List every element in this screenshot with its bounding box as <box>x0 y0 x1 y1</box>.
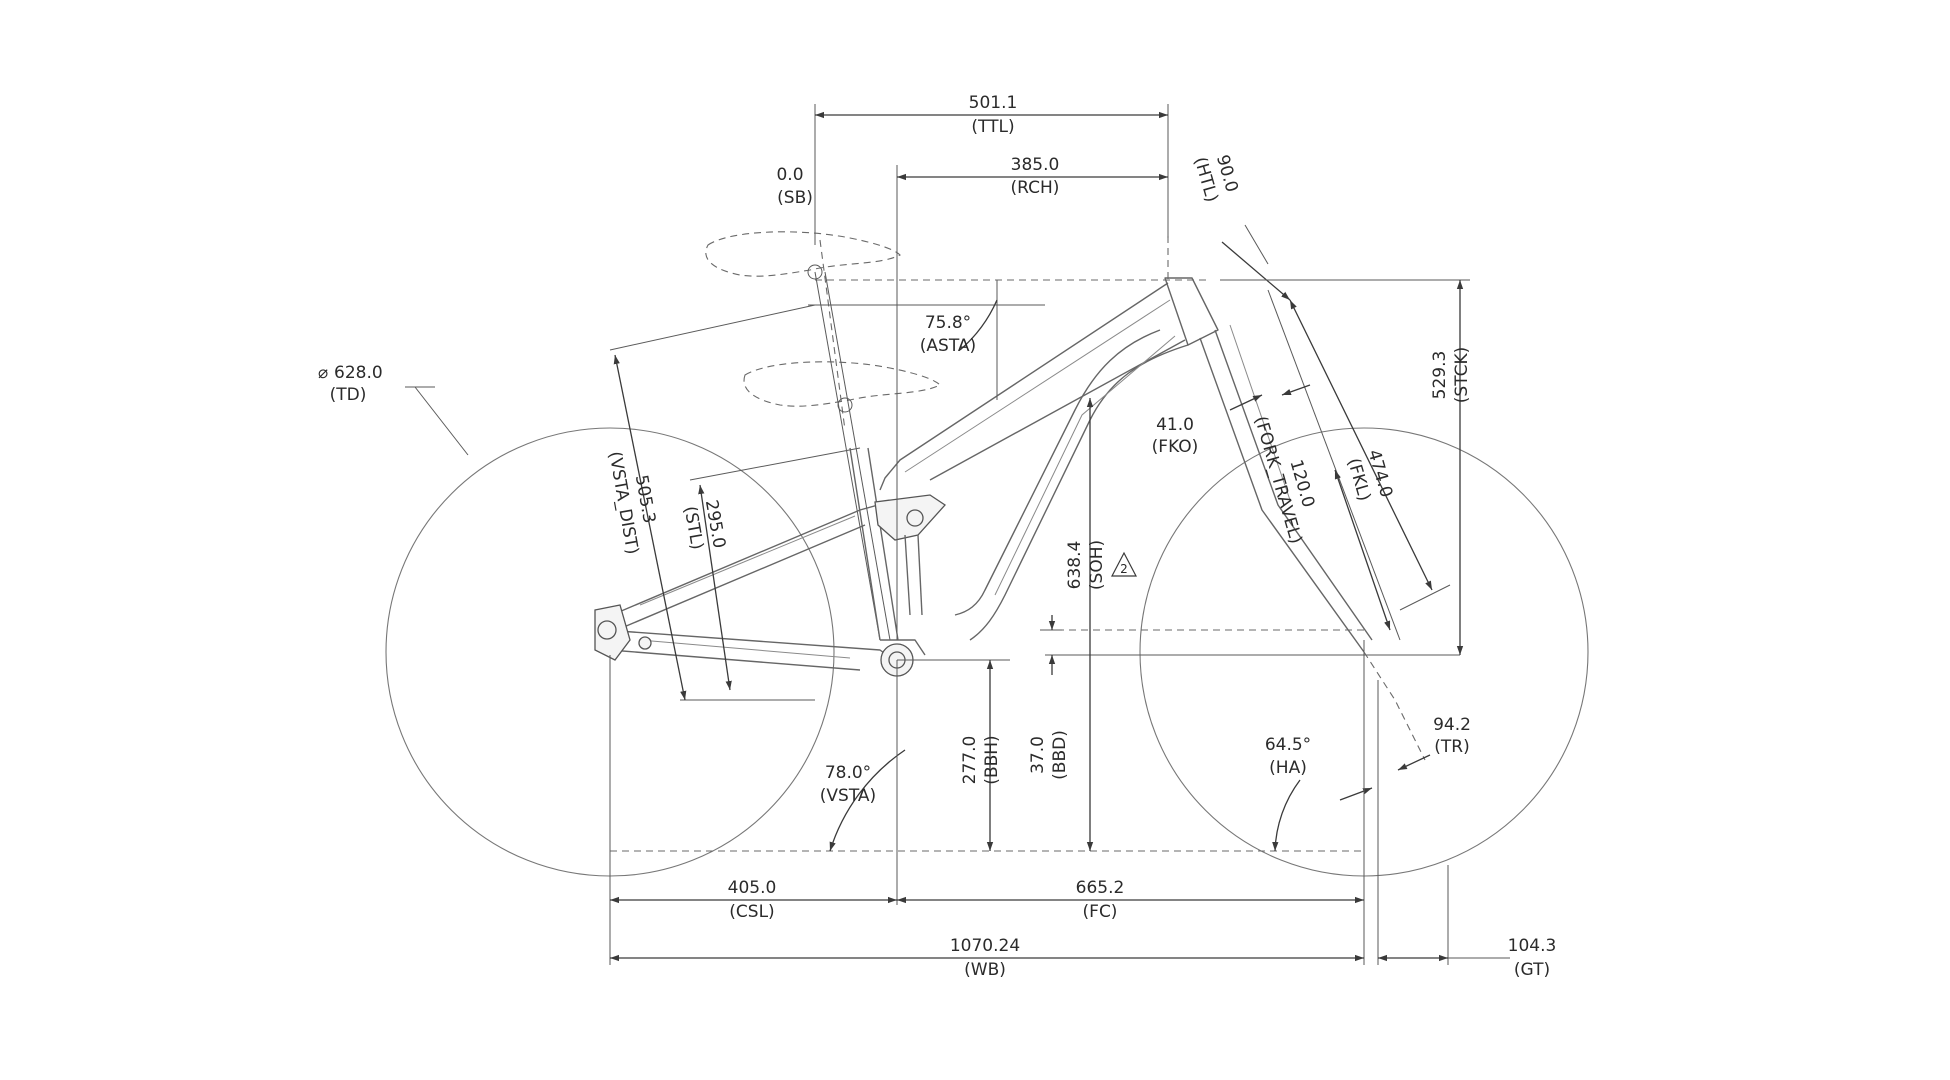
svg-text:(FC): (FC) <box>1083 902 1118 922</box>
svg-text:104.3: 104.3 <box>1508 936 1557 956</box>
label-stck: 529.3 (STCK) <box>1430 347 1472 403</box>
label-rch: 385.0 (RCH) <box>1011 155 1060 198</box>
label-gt: 104.3 (GT) <box>1508 936 1557 980</box>
label-wb: 1070.24 (WB) <box>950 936 1020 980</box>
label-htl: 90.0 (HTL) <box>1190 153 1242 205</box>
svg-text:37.0: 37.0 <box>1028 736 1048 774</box>
svg-text:64.5°: 64.5° <box>1265 735 1311 755</box>
svg-text:277.0: 277.0 <box>960 736 980 785</box>
label-bbh: 277.0 (BBH) <box>960 735 1002 784</box>
svg-text:501.1: 501.1 <box>969 93 1018 113</box>
svg-text:405.0: 405.0 <box>728 878 777 898</box>
svg-text:(VSTA): (VSTA) <box>820 786 876 806</box>
svg-text:(STCK): (STCK) <box>1452 347 1472 403</box>
label-csl: 405.0 (CSL) <box>728 878 777 922</box>
svg-text:385.0: 385.0 <box>1011 155 1060 175</box>
svg-text:(TD): (TD) <box>330 385 367 405</box>
svg-text:(HA): (HA) <box>1269 758 1307 778</box>
svg-text:(RCH): (RCH) <box>1011 178 1060 198</box>
diameter-symbol: ⌀ <box>318 363 328 383</box>
label-stl: 295.0 (STL) <box>680 498 729 551</box>
svg-text:(SB): (SB) <box>777 188 813 208</box>
svg-text:(BBD): (BBD) <box>1050 730 1070 780</box>
label-ha: 64.5° (HA) <box>1265 735 1311 778</box>
note-flag-triangle: 2 <box>1111 551 1137 577</box>
label-ttl: 501.1 (TTL) <box>969 93 1018 137</box>
svg-text:1070.24: 1070.24 <box>950 936 1020 956</box>
svg-text:(WB): (WB) <box>964 960 1006 980</box>
svg-text:(TR): (TR) <box>1434 737 1469 757</box>
label-fc: 665.2 (FC) <box>1076 878 1125 922</box>
svg-text:(ASTA): (ASTA) <box>920 336 976 356</box>
label-td: ⌀ 628.0 (TD) <box>318 363 383 405</box>
svg-text:(FKO): (FKO) <box>1152 437 1199 457</box>
label-soh: 638.4 (SOH) <box>1065 540 1107 590</box>
label-sb: 0.0 (SB) <box>776 165 812 208</box>
label-fork-travel: 120.0 (FORK_TRAVEL) <box>1250 414 1318 546</box>
svg-text:(TTL): (TTL) <box>971 117 1014 137</box>
svg-text:2: 2 <box>1120 562 1128 576</box>
label-fkl: 474.0 (FKL) <box>1343 447 1396 503</box>
svg-text:(SOH): (SOH) <box>1087 540 1107 590</box>
svg-text:665.2: 665.2 <box>1076 878 1125 898</box>
svg-text:94.2: 94.2 <box>1433 715 1471 735</box>
label-tr: 94.2 (TR) <box>1433 715 1471 757</box>
seatpost <box>814 271 891 641</box>
label-fko: 41.0 (FKO) <box>1152 415 1199 457</box>
dimension-lines <box>405 104 1510 965</box>
label-asta: 75.8° (ASTA) <box>920 313 976 356</box>
saddle-high <box>705 231 901 280</box>
svg-text:0.0: 0.0 <box>776 165 803 185</box>
svg-text:78.0°: 78.0° <box>825 763 871 783</box>
svg-text:529.3: 529.3 <box>1430 351 1450 400</box>
svg-text:(GT): (GT) <box>1514 960 1550 980</box>
svg-text:638.4: 638.4 <box>1065 541 1085 590</box>
svg-text:75.8°: 75.8° <box>925 313 971 333</box>
svg-text:628.0: 628.0 <box>334 363 383 383</box>
label-vsta-dist: 505.3 (VSTA_DIST) <box>604 450 659 556</box>
svg-text:(CSL): (CSL) <box>729 902 774 922</box>
reference-lines <box>610 236 1460 852</box>
label-vsta: 78.0° (VSTA) <box>820 763 876 806</box>
svg-text:41.0: 41.0 <box>1156 415 1194 435</box>
svg-text:(BBH): (BBH) <box>982 735 1002 784</box>
label-bbd: 37.0 (BBD) <box>1028 730 1070 780</box>
